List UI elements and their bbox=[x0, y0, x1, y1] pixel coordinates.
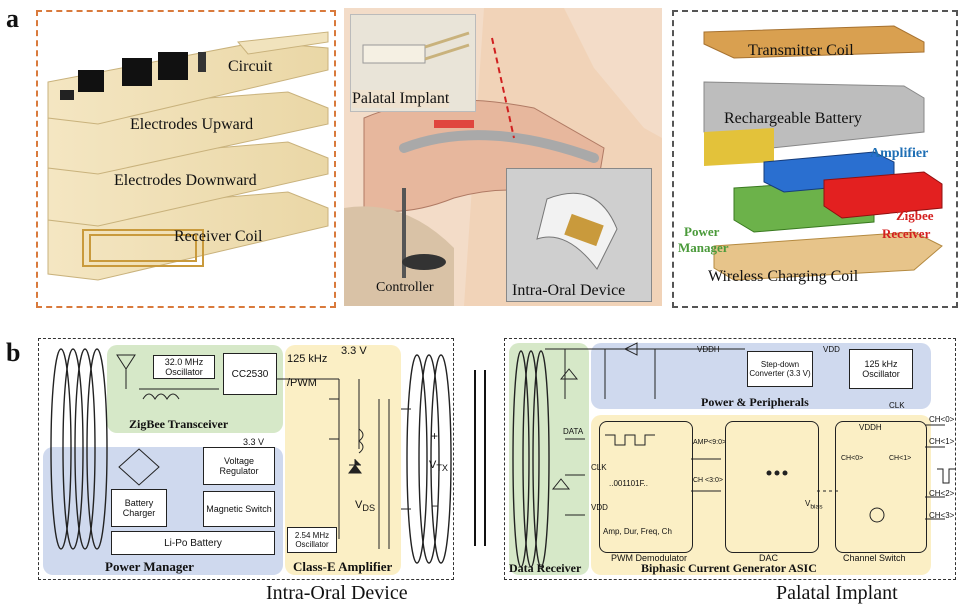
intraoral-exploded-panel: Transmitter Coil Rechargeable Battery Am… bbox=[672, 10, 958, 308]
label-wireless-charging-coil: Wireless Charging Coil bbox=[708, 268, 858, 286]
voltage-regulator: Voltage Regulator bbox=[203, 447, 275, 485]
label-channel-switch: Channel Switch bbox=[843, 553, 906, 563]
step-down-converter: Step-down Converter (3.3 V) bbox=[747, 351, 813, 387]
label-vtx: VTX bbox=[429, 459, 448, 473]
label-intra-oral-device: Intra-Oral Device bbox=[512, 282, 625, 300]
asic-title: Biphasic Current Generator ASIC bbox=[641, 561, 817, 576]
label-ch1: CH<1> bbox=[929, 437, 954, 446]
separator-bar-1 bbox=[474, 370, 476, 546]
label-clk-top: CLK bbox=[889, 401, 905, 410]
label-data: DATA bbox=[563, 427, 583, 436]
label-chsw-b: CH<1> bbox=[889, 455, 911, 462]
label-ch2: CH<2> bbox=[929, 489, 954, 498]
oscillator-254mhz: 2.54 MHz Oscillator bbox=[287, 527, 337, 553]
data-receiver-title: Data Receiver bbox=[509, 561, 581, 576]
panel-letter-b: b bbox=[6, 338, 20, 368]
label-electrodes-upward: Electrodes Upward bbox=[130, 116, 253, 134]
label-circuit: Circuit bbox=[228, 58, 272, 76]
lipo-battery: Li-Po Battery bbox=[111, 531, 275, 555]
cc2530-block: CC2530 bbox=[223, 353, 277, 395]
label-chsw-a: CH<0> bbox=[841, 455, 863, 462]
label-rechargeable-battery: Rechargeable Battery bbox=[724, 110, 862, 128]
electrode-layers-illustration bbox=[38, 12, 334, 306]
label-vddh-top: VDDH bbox=[697, 345, 720, 354]
label-vddh-switch: VDDH bbox=[859, 423, 882, 432]
label-transmitter-coil: Transmitter Coil bbox=[748, 42, 854, 60]
battery-charger: Battery Charger bbox=[111, 489, 167, 527]
label-ch0: CH<0> bbox=[929, 415, 954, 424]
label-zigbee: Zigbee bbox=[896, 208, 934, 224]
label-ch-bus: CH <3:0> bbox=[693, 477, 723, 484]
dac-block bbox=[725, 421, 819, 553]
label-controller: Controller bbox=[376, 280, 434, 296]
power-peripherals-title: Power & Peripherals bbox=[701, 395, 809, 410]
label-power: Power bbox=[684, 224, 719, 240]
caption-intra-oral-device: Intra-Oral Device bbox=[266, 582, 408, 605]
label-pwm: /PWM bbox=[287, 377, 317, 389]
palatal-schematic: VDDH VDD Step-down Converter (3.3 V) 125… bbox=[504, 338, 956, 580]
caption-palatal-implant: Palatal Implant bbox=[776, 582, 898, 605]
label-minus: − bbox=[431, 499, 438, 513]
pwm-params: Amp, Dur, Freq, Ch bbox=[603, 527, 672, 536]
label-palatal-implant: Palatal Implant bbox=[352, 90, 449, 108]
zigbee-transceiver-title: ZigBee Transceiver bbox=[129, 417, 228, 432]
pwm-bits: ..001101F.. bbox=[609, 479, 648, 488]
label-ch3: CH<3> bbox=[929, 511, 954, 520]
channel-switch-block bbox=[835, 421, 927, 553]
label-amplifier: Amplifier bbox=[870, 146, 928, 162]
label-receiver-coil: Receiver Coil bbox=[174, 228, 262, 246]
label-3v3-mid: 3.3 V bbox=[243, 437, 264, 447]
label-125khz: 125 kHz bbox=[287, 353, 327, 365]
label-3v3-top: 3.3 V bbox=[341, 345, 367, 357]
label-vbias: Vbias bbox=[805, 499, 823, 511]
label-plus: + bbox=[431, 429, 438, 443]
anatomy-illustration: Palatal Implant Controller Intra-Oral De… bbox=[344, 8, 662, 306]
magnetic-switch: Magnetic Switch bbox=[203, 491, 275, 527]
label-receiver: Receiver bbox=[882, 226, 930, 242]
label-vds: VDS bbox=[355, 499, 375, 513]
panel-letter-a: a bbox=[6, 4, 19, 34]
separator-bar-2 bbox=[484, 370, 486, 546]
class-e-amplifier-title: Class-E Amplifier bbox=[293, 559, 392, 575]
label-amp-bus: AMP<9:0> bbox=[693, 439, 726, 446]
oscillator-125khz: 125 kHz Oscillator bbox=[849, 349, 913, 389]
intraoral-schematic: 32.0 MHz Oscillator CC2530 ZigBee Transc… bbox=[38, 338, 454, 580]
electrode-layers-panel: Circuit Electrodes Upward Electrodes Dow… bbox=[36, 10, 336, 308]
oscillator-32mhz: 32.0 MHz Oscillator bbox=[153, 355, 215, 379]
label-vdd-top: VDD bbox=[823, 345, 840, 354]
power-manager-title: Power Manager bbox=[105, 559, 194, 575]
label-manager: Manager bbox=[678, 240, 729, 256]
label-electrodes-downward: Electrodes Downward bbox=[114, 172, 257, 190]
